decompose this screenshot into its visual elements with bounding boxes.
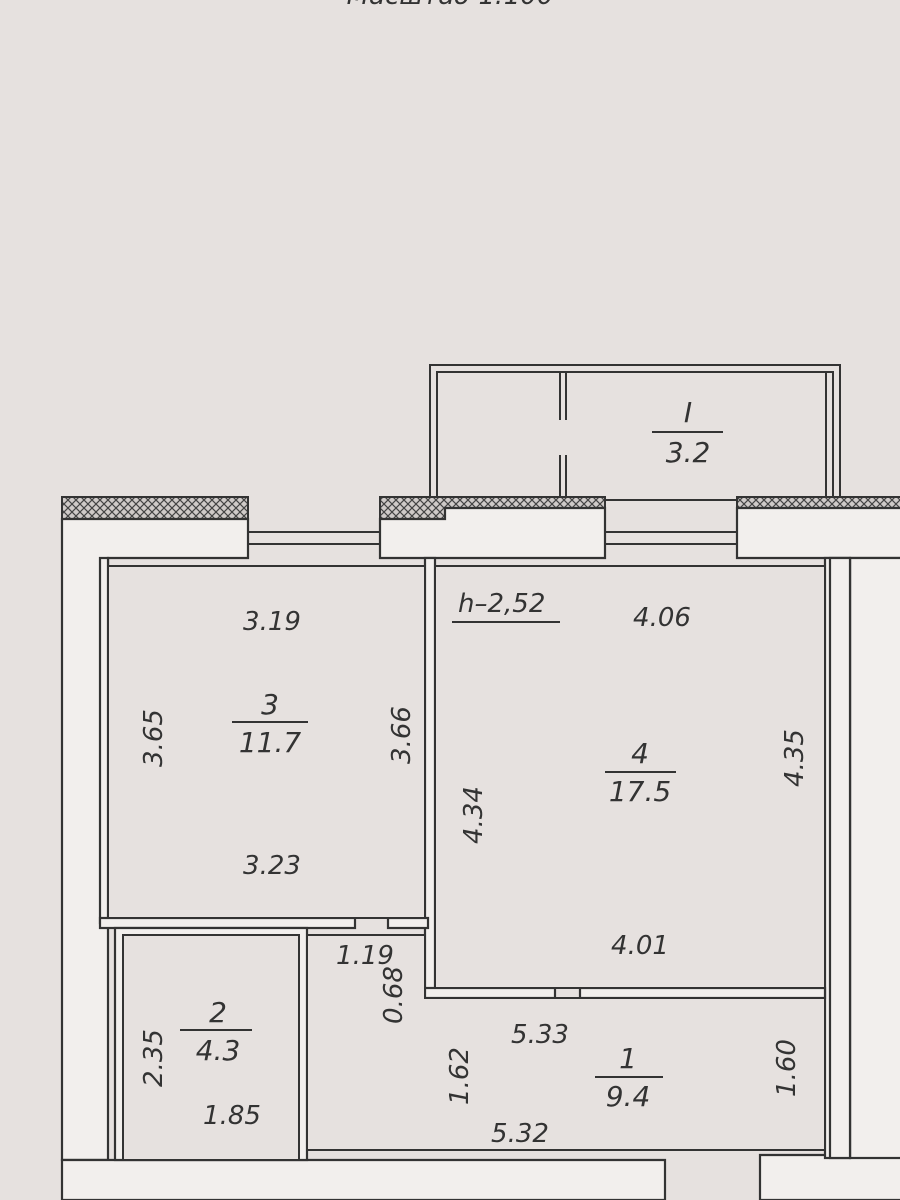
room-3-floor bbox=[107, 565, 426, 919]
interior-walls bbox=[98, 556, 852, 1162]
dim-room4-left: 4.34 bbox=[459, 786, 489, 844]
dim-room4-right: 4.35 bbox=[780, 729, 810, 787]
room-1-area: 9.4 bbox=[606, 1080, 651, 1113]
room-1-number: 1 bbox=[619, 1042, 637, 1075]
balcony-outline bbox=[429, 364, 841, 501]
room-3-area: 11.7 bbox=[239, 726, 302, 759]
room-2-area: 4.3 bbox=[196, 1034, 241, 1067]
dim-room4-top: 4.06 bbox=[633, 603, 691, 633]
dim-room2-bottom: 1.85 bbox=[203, 1101, 261, 1131]
dim-room3-top: 3.19 bbox=[243, 607, 301, 637]
room-4-area: 17.5 bbox=[609, 775, 671, 808]
dim-room3-left: 3.65 bbox=[139, 709, 169, 767]
room-3-number: 3 bbox=[261, 688, 279, 721]
room-1-floor bbox=[306, 934, 826, 1151]
dim-room1-bottom: 5.32 bbox=[491, 1119, 549, 1149]
dim-room1-left: 1.62 bbox=[445, 1047, 475, 1105]
dim-hall-door: 1.19 bbox=[336, 941, 394, 971]
room-2-number: 2 bbox=[209, 996, 227, 1029]
dim-hall-gap: 0.68 bbox=[379, 966, 409, 1024]
dim-room2-left: 2.35 bbox=[139, 1029, 169, 1087]
exterior-walls bbox=[60, 506, 900, 1200]
balcony-number: I bbox=[684, 396, 692, 429]
dim-room4-bottom: 4.01 bbox=[611, 931, 669, 961]
ceiling-height-label: h–2,52 bbox=[458, 589, 545, 619]
dim-room3-right: 3.66 bbox=[387, 706, 417, 764]
dim-room1-right: 1.60 bbox=[772, 1039, 802, 1097]
dim-room1-top: 5.33 bbox=[511, 1020, 569, 1050]
windows bbox=[248, 531, 737, 545]
exterior-wall-hatch-left bbox=[61, 496, 249, 520]
room-4-floor bbox=[434, 565, 826, 989]
dim-room3-bottom: 3.23 bbox=[243, 851, 301, 881]
balcony-area: 3.2 bbox=[666, 436, 711, 469]
room-4-number: 4 bbox=[631, 737, 649, 770]
scale-caption: Масштаб 1:100 bbox=[347, 0, 554, 11]
